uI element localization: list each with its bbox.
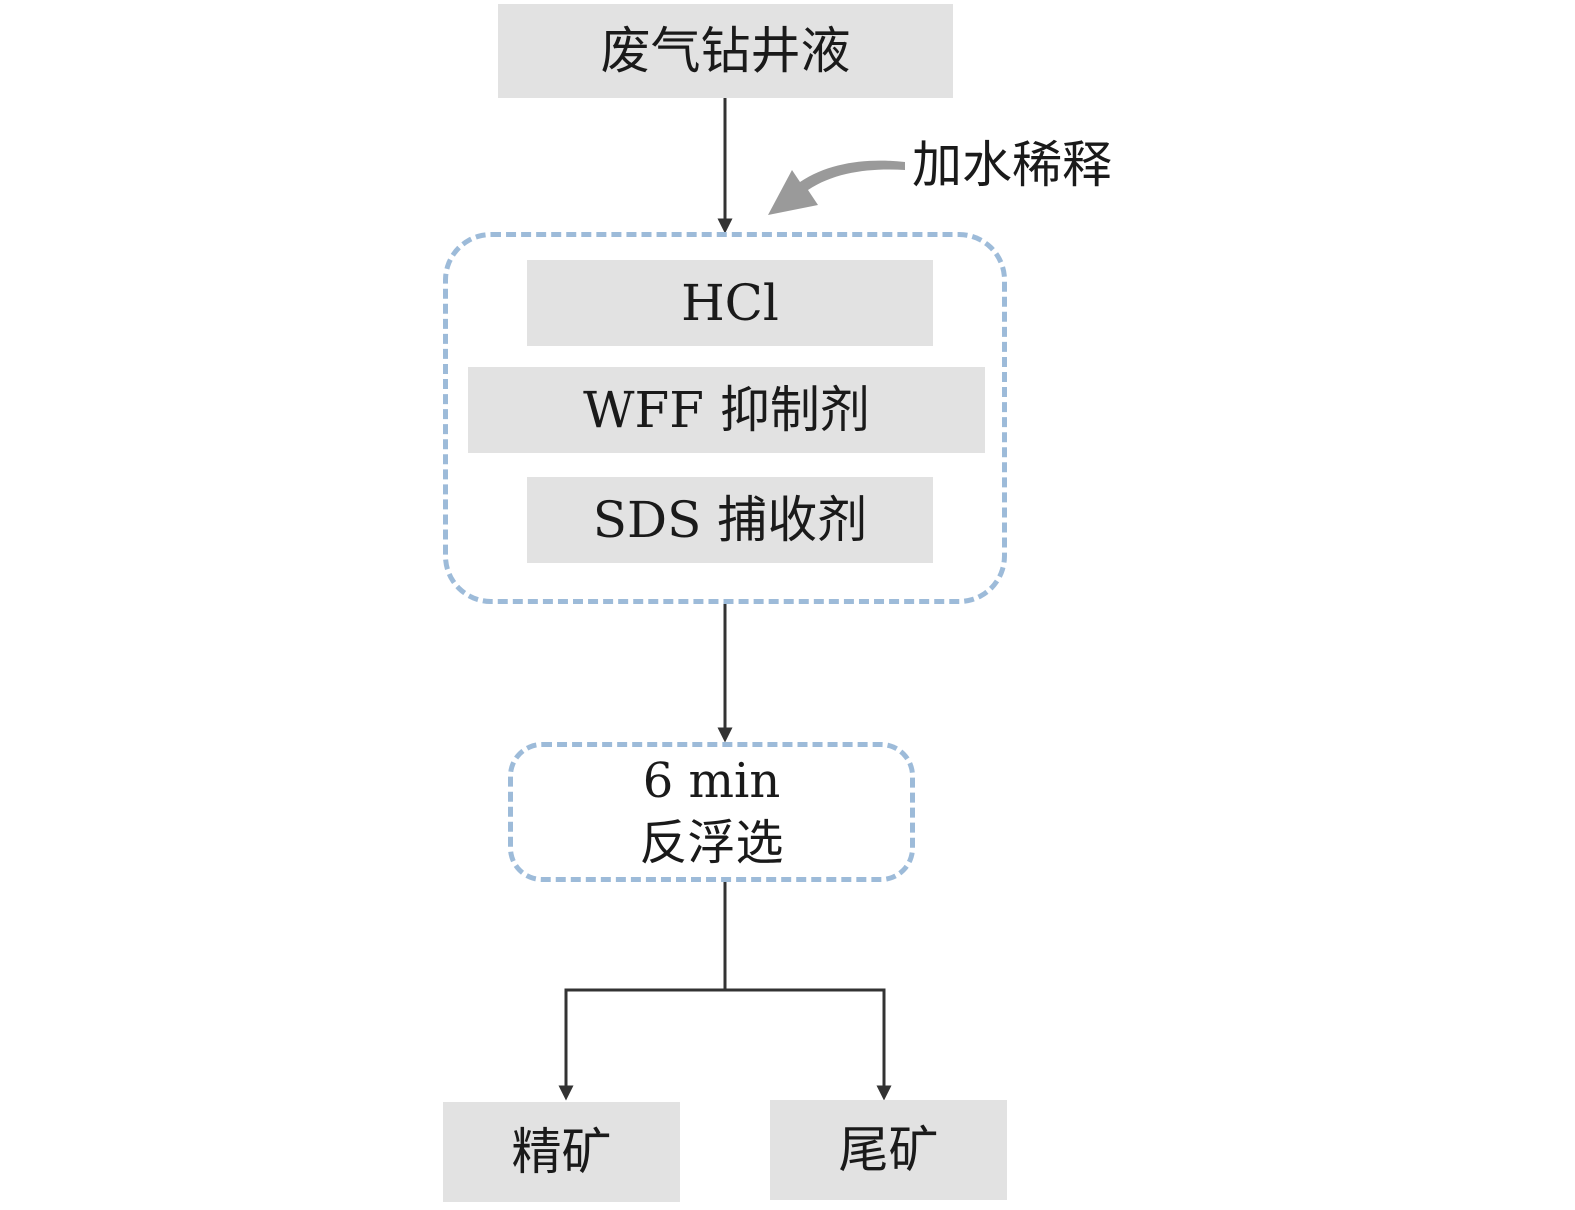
concentrate-node: 精矿 [443, 1102, 680, 1202]
reagent-group [443, 232, 1007, 604]
reagent-sds-label: SDS 捕收剂 [592, 491, 868, 549]
process-name-label: 反浮选 [639, 815, 784, 871]
dilution-label: 加水稀释 [912, 136, 1112, 194]
tailings-label: 尾矿 [838, 1121, 939, 1179]
reagent-hcl-label: HCl [681, 274, 779, 332]
concentrate-label: 精矿 [511, 1123, 612, 1181]
reagent-wff-node: WFF 抑制剂 [468, 367, 985, 453]
process-node: 6 min 反浮选 [508, 742, 915, 882]
reagent-wff-label: WFF 抑制剂 [583, 381, 870, 439]
tailings-node: 尾矿 [770, 1100, 1007, 1200]
process-time-label: 6 min [642, 753, 781, 809]
connector-split [564, 988, 886, 1090]
curved-dilution-arrow [768, 160, 905, 215]
reagent-hcl-node: HCl [527, 260, 933, 346]
reagent-sds-node: SDS 捕收剂 [527, 477, 933, 563]
input-node: 废气钻井液 [498, 4, 953, 98]
input-node-label: 废气钻井液 [600, 22, 851, 80]
